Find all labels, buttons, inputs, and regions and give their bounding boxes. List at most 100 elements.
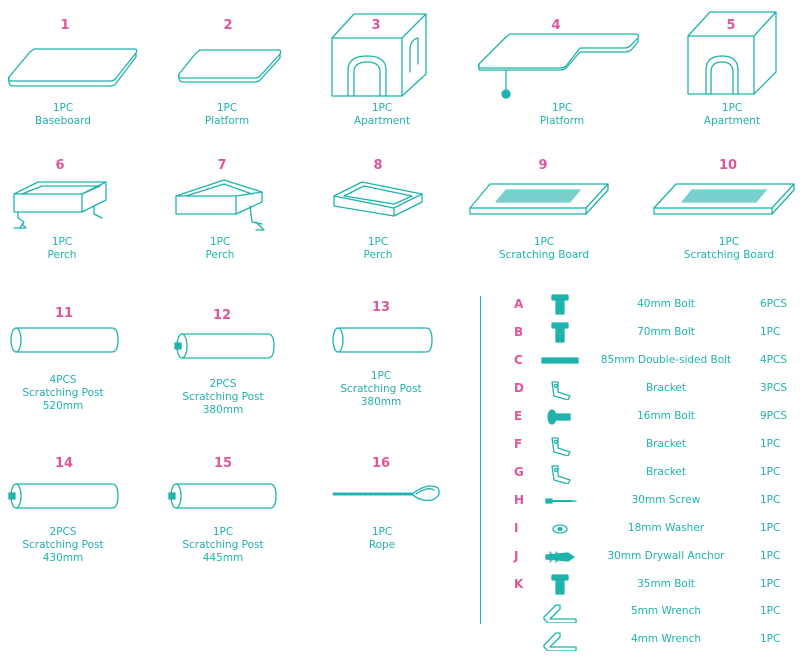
hardware-qty: 1PC: [760, 466, 781, 478]
hardware-qty: 1PC: [760, 550, 781, 562]
platform-corner-illustration: [477, 33, 640, 99]
part-number: 2: [223, 18, 233, 33]
hardware-qty: 1PC: [760, 578, 781, 590]
hardware-name: 40mm Bolt: [637, 298, 695, 310]
hardware-letter: D: [514, 381, 524, 395]
part-number: 16: [371, 456, 391, 471]
hardware-row: E 16mm Bolt 9PCS: [500, 406, 800, 428]
perch-illustration: [333, 181, 423, 217]
part-number: 1: [60, 18, 70, 33]
part-number: 3: [371, 18, 381, 33]
hardware-qty: 1PC: [760, 326, 781, 338]
hardware-letter: F: [514, 437, 523, 451]
hardware-name: 85mm Double-sided Bolt: [600, 354, 732, 366]
part-number: 11: [54, 306, 74, 321]
platform-illustration: [177, 49, 282, 83]
hardware-name: 30mm Drywall Anchor: [607, 550, 725, 562]
part-number: 14: [54, 456, 74, 471]
scratching-post-illustration: [174, 333, 275, 359]
t-bolt-icon: [551, 322, 569, 343]
part-number: 10: [718, 158, 738, 173]
scratching-post-illustration: [332, 327, 433, 353]
hardware-name: 16mm Bolt: [637, 410, 695, 422]
bracket-icon: [551, 465, 571, 484]
hardware-name: Bracket: [645, 382, 686, 394]
bolt-icon: [547, 409, 571, 425]
hardware-name: 70mm Bolt: [637, 326, 695, 338]
wrench-icon: [543, 604, 577, 623]
hardware-qty: 4PCS: [760, 354, 788, 366]
part-number: 5: [726, 18, 736, 33]
scratching-board-illustration: [653, 183, 795, 215]
perch-illustration: [175, 179, 265, 231]
hardware-row: H 30mm Screw 1PC: [500, 490, 800, 512]
baseboard-illustration: [7, 48, 138, 87]
hardware-letter: C: [514, 353, 523, 367]
double-bolt-icon: [541, 357, 579, 364]
bracket-icon: [551, 381, 571, 400]
rope-illustration: [332, 485, 440, 502]
hardware-name: 5mm Wrench: [630, 605, 701, 617]
anchor-icon: [545, 551, 575, 563]
hardware-row: D Bracket 3PCS: [500, 378, 800, 400]
part-number: 9: [538, 158, 548, 173]
hardware-name: 30mm Screw: [631, 494, 701, 506]
hardware-qty: 6PCS: [760, 298, 788, 310]
t-bolt-icon: [551, 294, 569, 315]
hardware-letter: K: [514, 577, 524, 591]
t-bolt-icon: [551, 574, 569, 595]
scratching-post-illustration: [10, 327, 119, 353]
hardware-name: Bracket: [645, 438, 686, 450]
apartment-illustration: [331, 13, 427, 97]
part-number: 6: [55, 158, 65, 173]
hardware-letter: G: [514, 465, 524, 479]
apartment-illustration: [687, 11, 777, 95]
hardware-row: B 70mm Bolt 1PC: [500, 322, 800, 344]
divider: [480, 296, 481, 624]
bracket-icon: [551, 437, 571, 456]
hardware-name: 4mm Wrench: [630, 633, 701, 645]
hardware-letter: I: [514, 521, 519, 535]
hardware-letter: J: [514, 549, 519, 563]
hardware-qty: 1PC: [760, 438, 781, 450]
hardware-letter: A: [514, 297, 524, 311]
part-number: 13: [371, 300, 391, 315]
perch-illustration: [13, 181, 107, 229]
hardware-name: 35mm Bolt: [637, 578, 695, 590]
washer-icon: [552, 524, 568, 534]
hardware-row: K 35mm Bolt 1PC: [500, 574, 800, 596]
part-number: 15: [213, 456, 233, 471]
hardware-letter: H: [514, 493, 525, 507]
hardware-letter: E: [514, 409, 523, 423]
hardware-letter: B: [514, 325, 524, 339]
hardware-name: 18mm Washer: [627, 522, 705, 534]
hardware-row: A 40mm Bolt 6PCS: [500, 294, 800, 316]
screw-icon: [545, 498, 577, 504]
hardware-qty: 9PCS: [760, 410, 788, 422]
wrench-icon: [543, 632, 577, 651]
hardware-qty: 3PCS: [760, 382, 788, 394]
hardware-row: J 30mm Drywall Anchor 1PC: [500, 546, 800, 568]
scratching-board-illustration: [469, 183, 609, 215]
part-number: 12: [212, 308, 232, 323]
part-number: 7: [217, 158, 227, 173]
hardware-qty: 1PC: [760, 494, 781, 506]
